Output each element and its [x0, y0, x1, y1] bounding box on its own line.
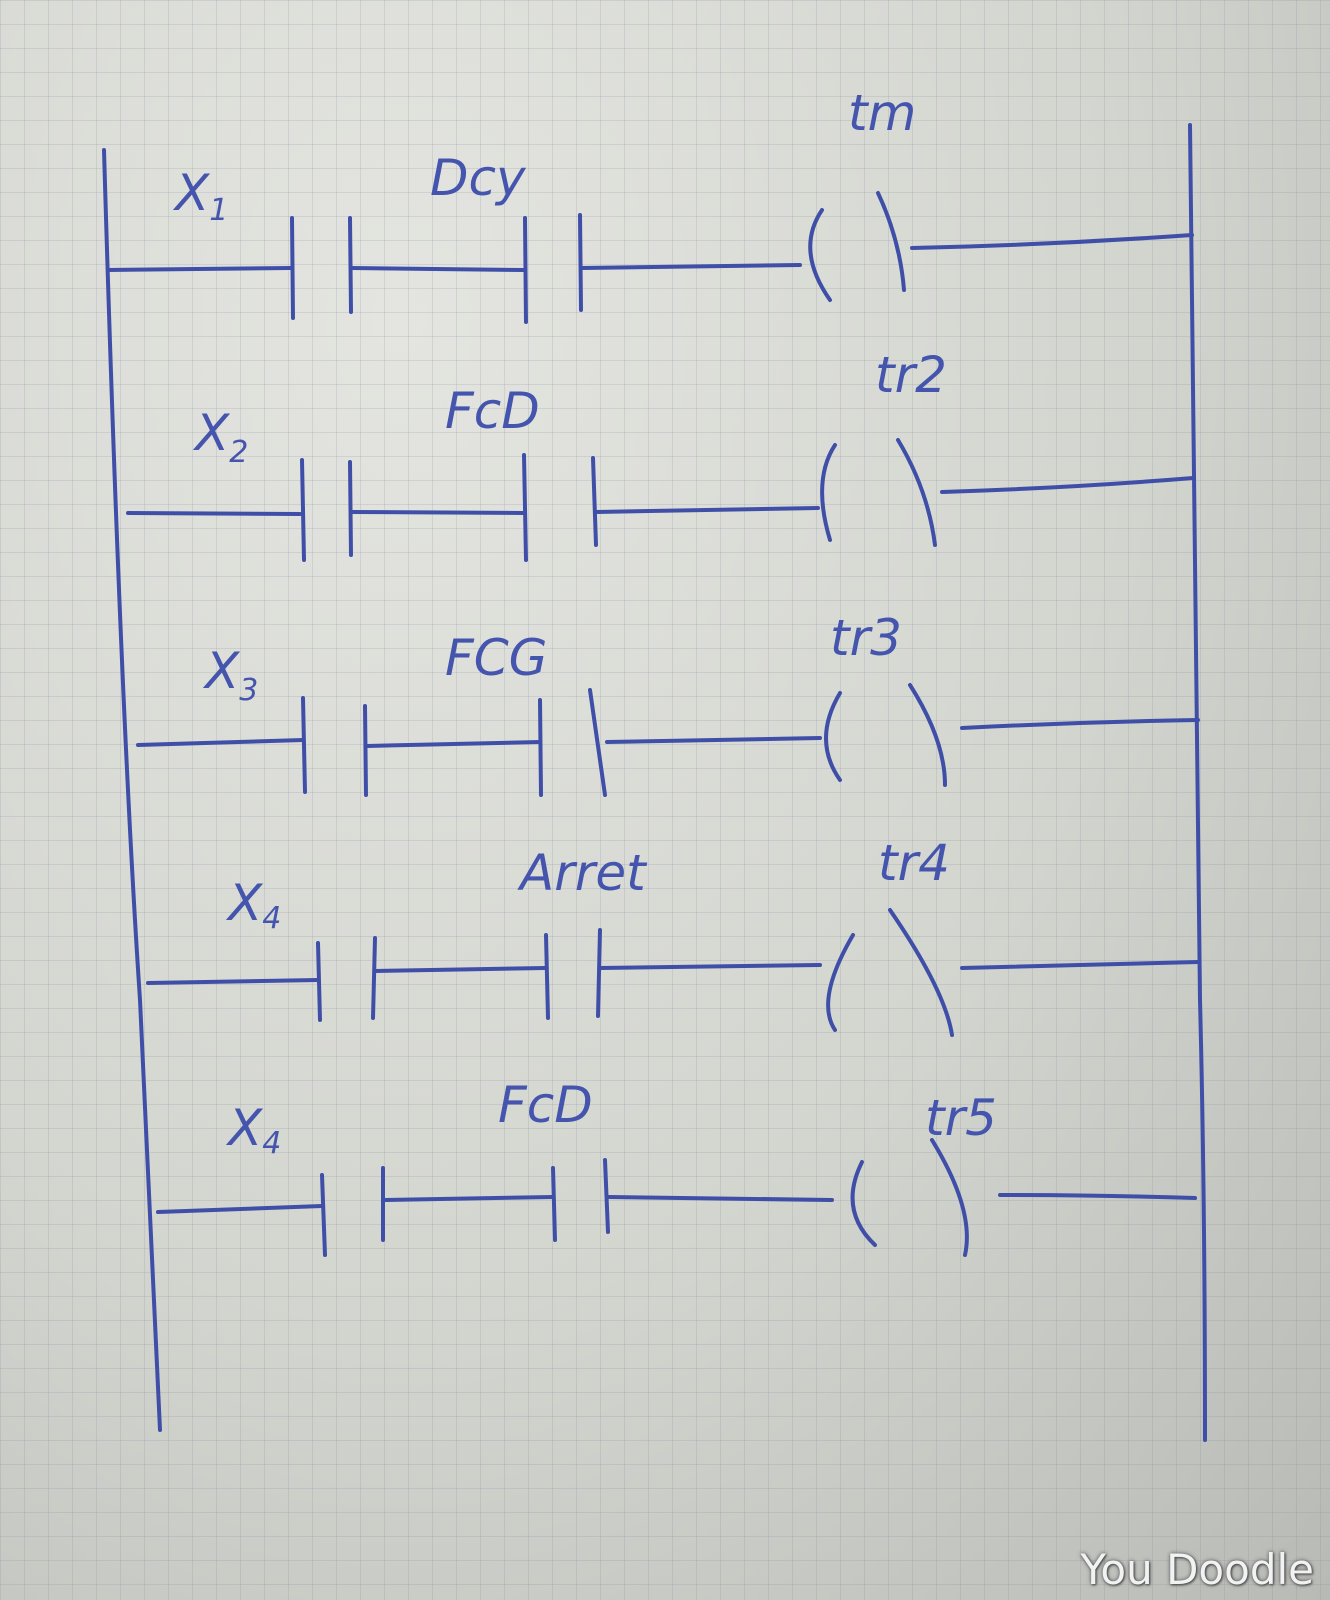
label-x2: X2 [192, 404, 248, 470]
rung-4: X4 Arret tr4 [146, 834, 1200, 1037]
left-power-rail [102, 148, 162, 1432]
contact-x2 [300, 458, 353, 562]
label-dcy: Dcy [430, 149, 527, 207]
rung-2: X2 FcD tr2 [126, 346, 1195, 562]
coil-tr2 [820, 438, 937, 547]
label-x4-1: X4 [225, 874, 281, 936]
contact-fcd-2 [551, 1158, 610, 1242]
right-power-rail [1188, 123, 1207, 1442]
coil-tm [808, 191, 906, 302]
rung-5: X4 FcD tr5 [156, 1076, 1197, 1257]
label-tr2: tr2 [875, 346, 947, 404]
coil-tr4 [826, 908, 954, 1037]
contact-fcg [538, 688, 607, 797]
label-tr4: tr4 [878, 834, 950, 892]
contact-x3 [301, 696, 368, 797]
contact-x4-2 [320, 1166, 385, 1257]
contact-arret [544, 928, 602, 1020]
label-arret: Arret [517, 844, 648, 902]
contact-x1 [290, 216, 353, 320]
label-tm: tm [848, 84, 916, 142]
label-x4-2: X4 [225, 1099, 281, 1161]
label-tr5: tr5 [925, 1089, 997, 1147]
label-fcg: FCG [445, 629, 547, 687]
label-fcd-1: FcD [445, 382, 540, 440]
contact-dcy [523, 213, 583, 324]
label-fcd-2: FcD [498, 1076, 593, 1134]
contact-x4-1 [316, 936, 377, 1022]
contact-fcd [522, 453, 598, 562]
you-doodle-watermark: You Doodle [1080, 1545, 1314, 1594]
label-tr3: tr3 [830, 609, 902, 667]
label-x3: X3 [202, 642, 258, 708]
rung-3: X3 FCG tr3 [136, 609, 1200, 797]
coil-tr5 [850, 1138, 969, 1257]
rung-1: X1 Dcy tm [106, 84, 1194, 324]
label-x1: X1 [172, 164, 228, 228]
coil-tr3 [824, 683, 947, 787]
